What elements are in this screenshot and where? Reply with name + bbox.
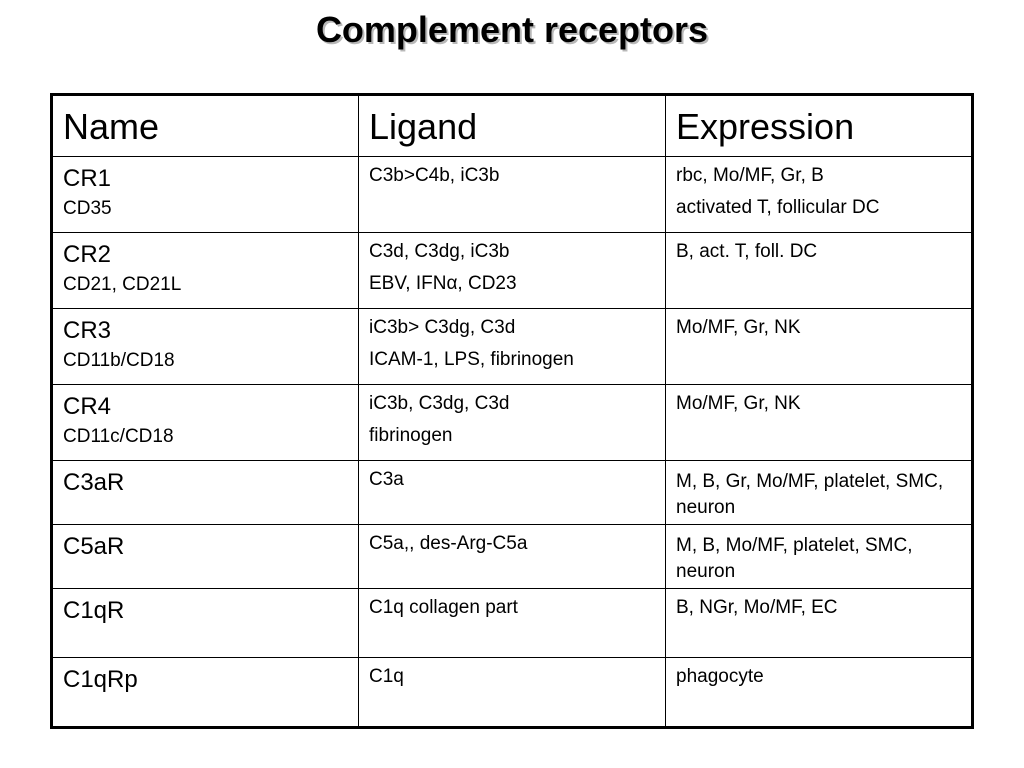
ligand-cell: C3b>C4b, iC3b [358, 156, 666, 233]
expression-cell: B, act. T, foll. DC [665, 232, 973, 309]
table-row: C3aR C3a M, B, Gr, Mo/MF, platelet, SMC,… [51, 460, 973, 525]
receptor-name: C1qRp [63, 666, 138, 693]
ligand-cell: iC3b> C3dg, C3d ICAM-1, LPS, fibrinogen [358, 308, 666, 385]
expression-text: rbc, Mo/MF, Gr, B [676, 165, 824, 186]
expression-cell: Mo/MF, Gr, NK [665, 308, 973, 385]
table-row: C5aR C5a,, des-Arg-C5a M, B, Mo/MF, plat… [51, 524, 973, 589]
ligand-cell: C1q [358, 657, 666, 728]
expression-text: B, NGr, Mo/MF, EC [676, 597, 838, 618]
receptor-cd-alias: CD21, CD21L [63, 274, 182, 295]
expression-cell: M, B, Mo/MF, platelet, SMC, neuron [665, 524, 973, 589]
expression-cell: rbc, Mo/MF, Gr, B activated T, follicula… [665, 156, 973, 233]
expression-cell: Mo/MF, Gr, NK [665, 384, 973, 461]
expression-text: Mo/MF, Gr, NK [676, 393, 801, 414]
table-header-row: Name Ligand Expression [51, 94, 973, 157]
table-row: CR2 CD21, CD21L C3d, C3dg, iC3b EBV, IFN… [51, 232, 973, 309]
receptor-name: CR2 [63, 241, 112, 268]
ligand-text: C3b>C4b, iC3b [369, 165, 500, 186]
receptor-cd-alias: CD11b/CD18 [63, 350, 175, 371]
table-row: CR3 CD11b/CD18 iC3b> C3dg, C3d ICAM-1, L… [51, 308, 973, 385]
receptor-name: CR3 [63, 317, 112, 344]
ligand-text: C1q collagen part [369, 597, 518, 618]
expression-text: activated T, follicular DC [676, 197, 880, 218]
expression-cell: phagocyte [665, 657, 973, 728]
ligand-text: C1q [369, 666, 404, 687]
ligand-text: ICAM-1, LPS, fibrinogen [369, 349, 574, 370]
receptor-name-cell: CR2 CD21, CD21L [51, 232, 359, 309]
receptor-name: C5aR [63, 533, 125, 560]
expression-text: M, B, Mo/MF, platelet, SMC, neuron [676, 535, 913, 582]
column-header-ligand: Ligand [358, 94, 666, 157]
expression-cell: M, B, Gr, Mo/MF, platelet, SMC, neuron [665, 460, 973, 525]
ligand-text: C5a,, des-Arg-C5a [369, 533, 528, 554]
receptor-name-cell: C1qRp [51, 657, 359, 728]
ligand-text: iC3b, C3dg, C3d [369, 393, 510, 414]
complement-receptors-table: Name Ligand Expression CR1 CD35 C3b>C4b,… [50, 93, 974, 729]
receptor-name: CR1 [63, 165, 112, 192]
ligand-text: C3d, C3dg, iC3b [369, 241, 510, 262]
ligand-cell: C3d, C3dg, iC3b EBV, IFNα, CD23 [358, 232, 666, 309]
receptor-name-cell: C1qR [51, 588, 359, 658]
table-row: CR4 CD11c/CD18 iC3b, C3dg, C3d fibrinoge… [51, 384, 973, 461]
receptor-name-cell: CR4 CD11c/CD18 [51, 384, 359, 461]
table-row: CR1 CD35 C3b>C4b, iC3b rbc, Mo/MF, Gr, B… [51, 156, 973, 233]
receptor-name-cell: C3aR [51, 460, 359, 525]
receptor-name-cell: CR1 CD35 [51, 156, 359, 233]
receptor-name: C1qR [63, 597, 125, 624]
expression-text: Mo/MF, Gr, NK [676, 317, 801, 338]
receptor-name: C3aR [63, 469, 125, 496]
expression-cell: B, NGr, Mo/MF, EC [665, 588, 973, 658]
ligand-text: C3a [369, 469, 404, 490]
receptor-name: CR4 [63, 393, 112, 420]
receptor-name-cell: C5aR [51, 524, 359, 589]
slide-title: Complement receptors [315, 9, 709, 50]
ligand-cell: iC3b, C3dg, C3d fibrinogen [358, 384, 666, 461]
ligand-cell: C3a [358, 460, 666, 525]
ligand-cell: C5a,, des-Arg-C5a [358, 524, 666, 589]
ligand-cell: C1q collagen part [358, 588, 666, 658]
table-row: C1qRp C1q phagocyte [51, 657, 973, 728]
column-header-name: Name [51, 94, 359, 157]
receptor-name-cell: CR3 CD11b/CD18 [51, 308, 359, 385]
receptor-cd-alias: CD35 [63, 198, 112, 219]
expression-text: M, B, Gr, Mo/MF, platelet, SMC, neuron [676, 471, 944, 518]
ligand-text: iC3b> C3dg, C3d [369, 317, 516, 338]
column-header-expression: Expression [665, 94, 973, 157]
table-row: C1qR C1q collagen part B, NGr, Mo/MF, EC [51, 588, 973, 658]
expression-text: phagocyte [676, 666, 764, 687]
ligand-text: fibrinogen [369, 425, 453, 446]
receptor-cd-alias: CD11c/CD18 [63, 426, 174, 447]
ligand-text: EBV, IFNα, CD23 [369, 273, 517, 294]
expression-text: B, act. T, foll. DC [676, 241, 818, 262]
